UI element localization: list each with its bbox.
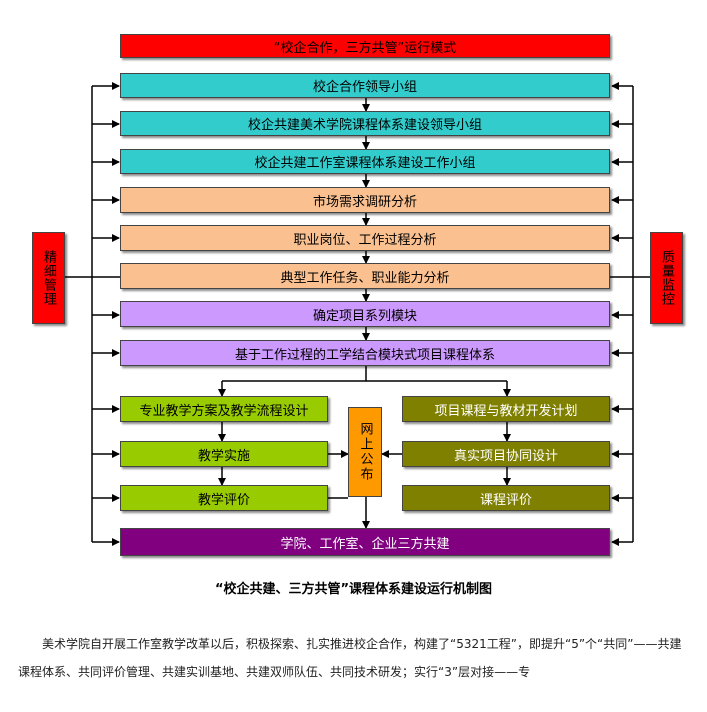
left-teaching-implementation: 教学实施 bbox=[120, 441, 328, 467]
left-teaching-plan-design: 专业教学方案及教学流程设计 bbox=[120, 396, 328, 422]
body-paragraph: 美术学院自开展工作室教学改革以后，积极探索、扎实推进校企合作，构建了“5321工… bbox=[18, 637, 682, 679]
web-publish-box: 网上公布 bbox=[348, 407, 382, 497]
row-job-process-analysis: 职业岗位、工作过程分析 bbox=[120, 225, 610, 251]
figure-caption: “校企共建、三方共管”课程体系建设运行机制图 bbox=[214, 582, 493, 597]
diagram-title: “校企合作，三方共管”运行模式 bbox=[120, 34, 610, 58]
row-curriculum-leadership-group: 校企共建美术学院课程体系建设领导小组 bbox=[120, 111, 610, 136]
right-course-evaluation: 课程评价 bbox=[402, 485, 610, 511]
row-leadership-group: 校企合作领导小组 bbox=[120, 73, 610, 98]
right-label-quality-monitoring: 质量监控 bbox=[650, 232, 683, 324]
row-typical-task-analysis: 典型工作任务、职业能力分析 bbox=[120, 263, 610, 289]
right-real-project-design: 真实项目协同设计 bbox=[402, 441, 610, 467]
row-curriculum-system: 基于工作过程的工学结合模块式项目课程体系 bbox=[120, 340, 610, 366]
right-course-material-plan: 项目课程与教材开发计划 bbox=[402, 396, 610, 422]
left-teaching-evaluation: 教学评价 bbox=[120, 485, 328, 511]
row-market-research: 市场需求调研分析 bbox=[120, 187, 610, 213]
row-project-modules: 确定项目系列模块 bbox=[120, 301, 610, 327]
left-label-fine-management: 精细管理 bbox=[32, 232, 65, 324]
bottom-three-party: 学院、工作室、企业三方共建 bbox=[120, 528, 610, 556]
row-studio-working-group: 校企共建工作室课程体系建设工作小组 bbox=[120, 149, 610, 174]
